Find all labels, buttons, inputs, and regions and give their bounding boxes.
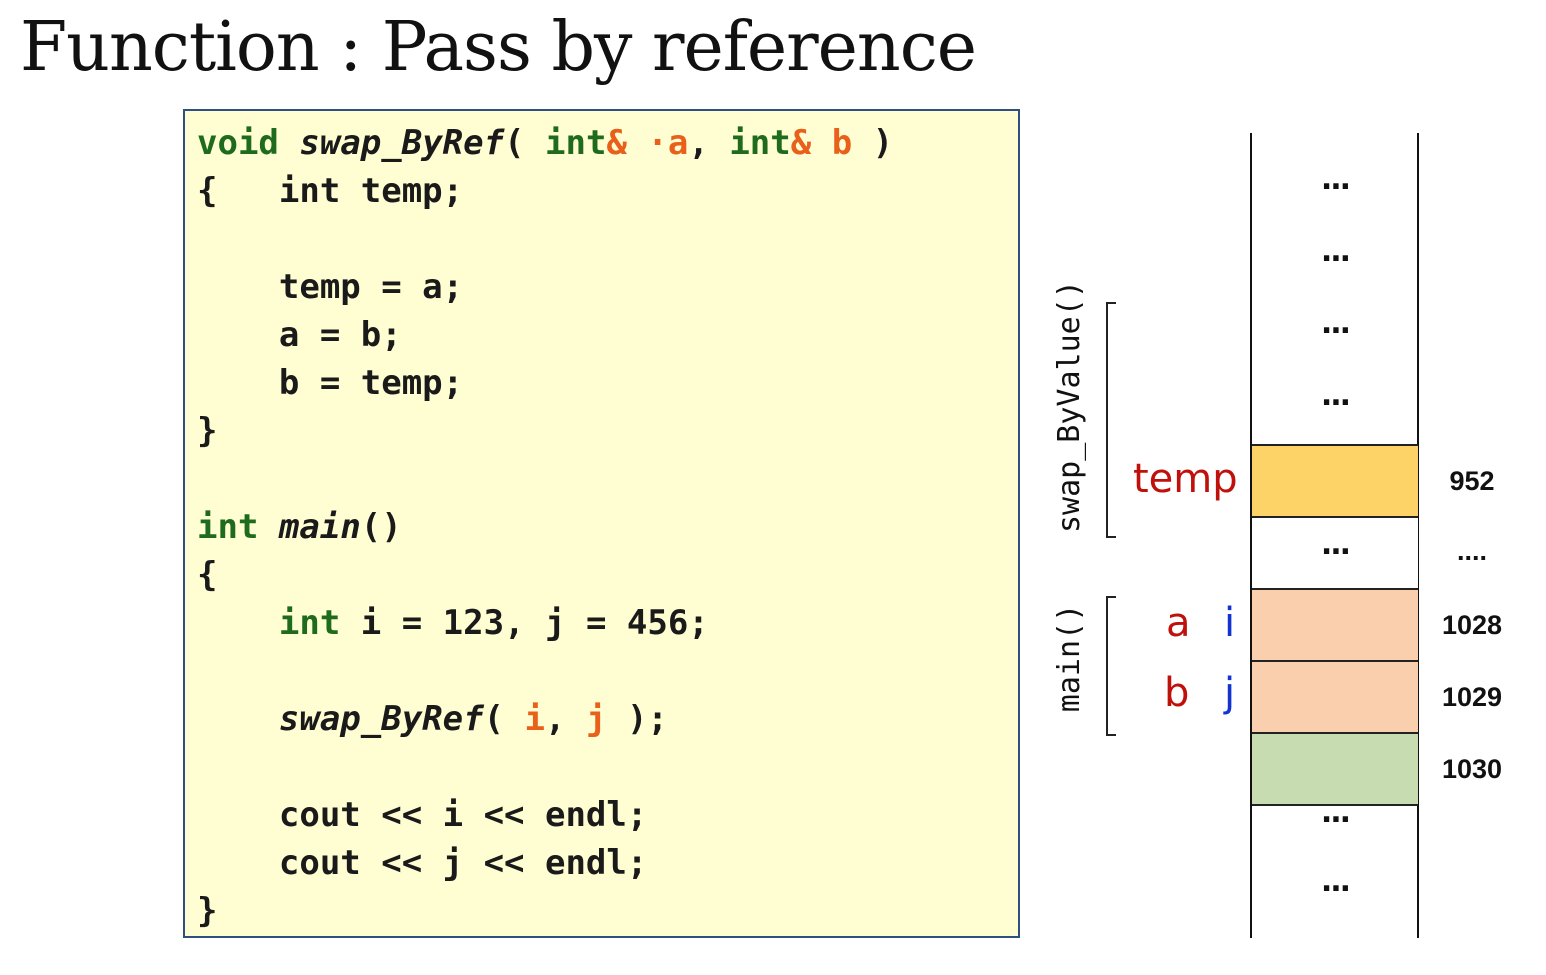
main-frame-bracket (1106, 596, 1116, 736)
memory-ellipsis: ... (1320, 162, 1351, 197)
memory-ellipsis: ... (1320, 234, 1351, 269)
code-line-5: a = b; (197, 315, 402, 355)
address-label: 1030 (1441, 754, 1503, 784)
variable-label-j: j (1224, 670, 1236, 716)
param-a: ·a (626, 123, 689, 163)
code-listing: void swap_ByRef( int& ·a, int& b ) { int… (197, 119, 893, 935)
code-line-1: void swap_ByRef( int& ·a, int& b ) (197, 123, 894, 163)
memory-left-border (1250, 133, 1252, 938)
address-label: 952 (1449, 466, 1495, 496)
code-line-13: swap_ByRef( i, j ); (278, 699, 668, 739)
reference-label-b: b (1164, 670, 1190, 716)
memory-right-border (1417, 133, 1419, 938)
arg-i: i (524, 699, 546, 739)
memory-ellipsis: ... (1320, 527, 1351, 562)
code-line-9: int main() (197, 507, 402, 547)
address-label: .... (1456, 536, 1487, 566)
code-line-10: { (197, 555, 218, 595)
variable-label-temp: temp (1133, 456, 1238, 502)
slide-title: Function : Pass by reference (20, 8, 977, 87)
address-label: 1029 (1441, 682, 1503, 712)
memory-cell-i (1252, 588, 1418, 660)
arg-j: j (585, 699, 607, 739)
keyword-int: int (545, 123, 607, 163)
keyword-int: int (729, 123, 791, 163)
code-line-16: cout << j << endl; (197, 843, 648, 883)
memory-cell-gap (1252, 516, 1418, 588)
code-line-6: b = temp; (197, 363, 464, 403)
swap-frame-bracket (1106, 302, 1116, 538)
param-b: b (811, 123, 853, 163)
reference-ampersand: & (606, 123, 627, 163)
memory-cell-1030 (1252, 732, 1418, 806)
memory-ellipsis: ... (1320, 864, 1351, 899)
code-line-4: temp = a; (197, 267, 464, 307)
code-line-2: { int temp; (197, 171, 464, 211)
keyword-void: void (197, 123, 279, 163)
reference-label-a: a (1166, 600, 1191, 646)
swap-frame-label: swap_ByValue() (1052, 280, 1087, 533)
memory-ellipsis: ... (1320, 306, 1351, 341)
memory-cell-temp (1252, 444, 1418, 516)
code-panel: void swap_ByRef( int& ·a, int& b ) { int… (183, 109, 1020, 938)
code-line-17: } (197, 891, 218, 931)
main-frame-label: main() (1052, 603, 1087, 713)
code-line-7: } (197, 411, 218, 451)
function-name: swap_ByRef (299, 123, 505, 163)
memory-ellipsis: ... (1320, 378, 1351, 413)
code-line-11: int i = 123, j = 456; (278, 603, 709, 643)
memory-cell-j (1252, 660, 1418, 732)
variable-label-i: i (1224, 600, 1236, 646)
address-label: 1028 (1441, 610, 1503, 640)
code-line-15: cout << i << endl; (197, 795, 648, 835)
memory-ellipsis: ... (1320, 795, 1351, 830)
reference-ampersand: & (790, 123, 812, 163)
